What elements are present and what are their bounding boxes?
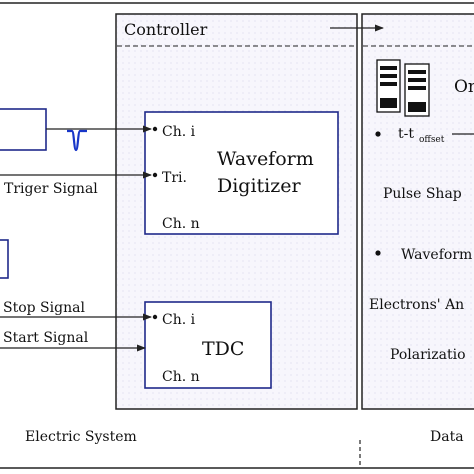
electric-system-label: Electric System [25,429,137,445]
server-icon [376,59,430,117]
start-signal-label: Start Signal [3,330,89,346]
time-offset-main: t-t [398,126,414,142]
polarization-label: Polarizatio [390,347,466,363]
detector-box [0,108,47,151]
tdc-channel-i-port [152,314,158,320]
trigger-signal-label: Triger Signal [4,181,98,197]
waveform-bullet [375,250,381,256]
source-box [0,239,9,279]
waveform-digitizer-box [144,111,339,235]
digitizer-trigger-label: Tri. [162,170,187,186]
time-offset-bullet [375,131,381,137]
pulse-shape-label: Pulse Shap [383,186,462,202]
pulse-waveform-icon [67,129,87,152]
digitizer-channel-n-label: Ch. n [162,216,200,232]
digitizer-channel-i-port [152,126,158,132]
digitizer-title-line2: Digitizer [217,175,302,197]
tdc-title: TDC [202,338,244,360]
tdc-box [144,301,272,389]
tdc-channel-n-label: Ch. n [162,369,200,385]
waveform-label: Waveform [401,247,472,263]
controller-title: Controller [124,20,208,39]
stop-signal-label: Stop Signal [3,300,85,316]
time-offset-sub: offset [419,135,445,145]
digitizer-channel-i-label: Ch. i [162,124,196,140]
tdc-channel-i-label: Ch. i [162,312,196,328]
digitizer-title-line1: Waveform [217,148,314,170]
data-system-label: Data [430,429,464,445]
digitizer-trigger-port [152,172,158,178]
electrons-label: Electrons' An [369,297,464,313]
online-label: On [454,77,474,97]
